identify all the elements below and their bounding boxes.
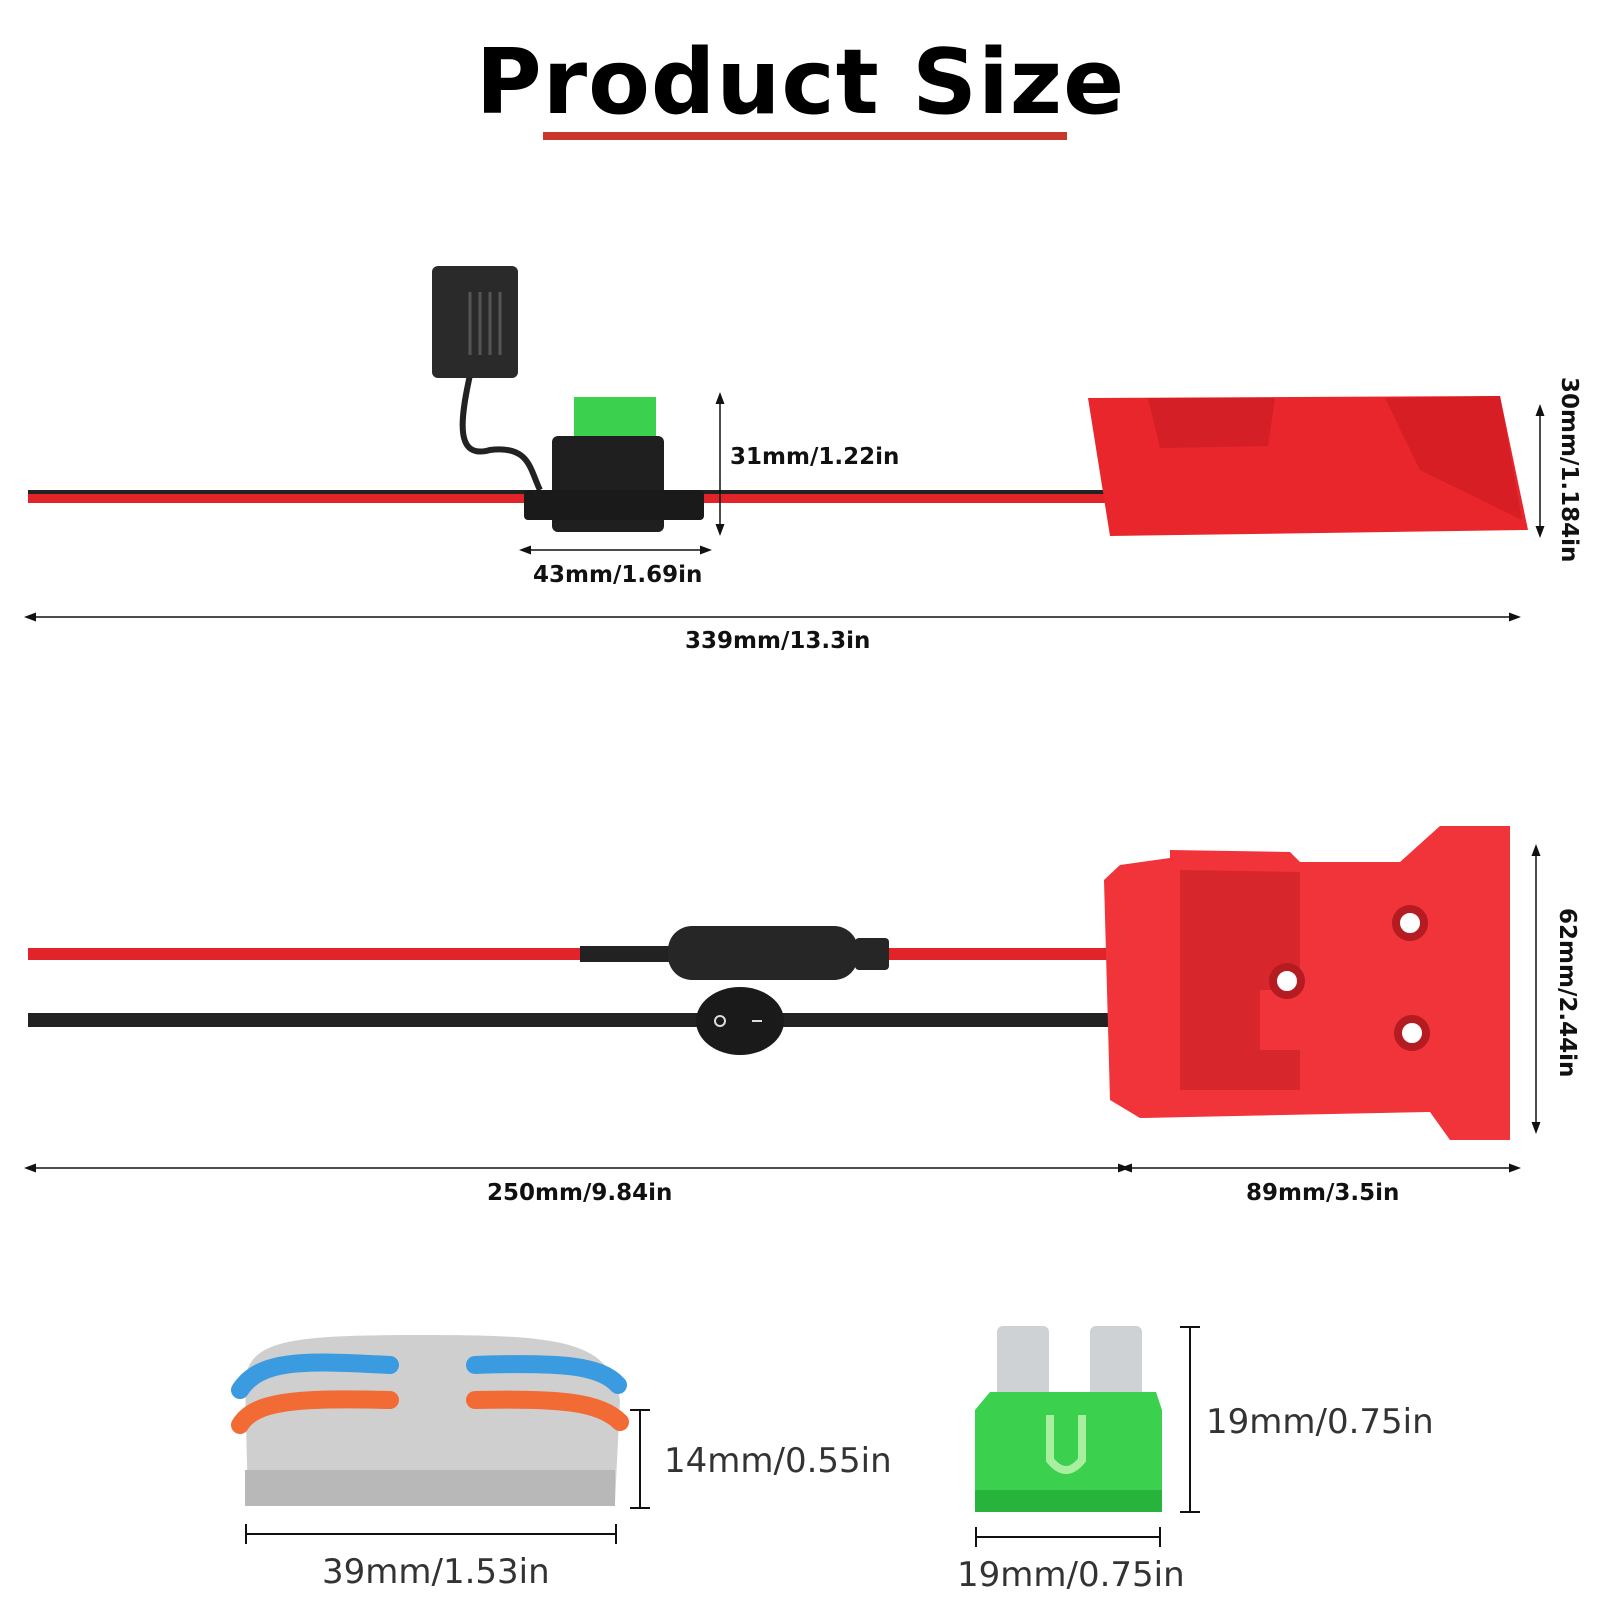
fuse-holder-width-label: 43mm/1.69in	[533, 562, 703, 588]
adapter-height-label: 30mm/1.184in	[1556, 377, 1582, 563]
blade-fuse-width-label: 19mm/0.75in	[957, 1555, 1185, 1595]
fuse-height-label: 31mm/1.22in	[730, 444, 900, 470]
battery-adapter	[1104, 826, 1510, 1140]
page-title: Product Size	[475, 30, 1126, 135]
cable-length-label: 250mm/9.84in	[487, 1180, 673, 1206]
adapter-length-label: 89mm/3.5in	[1246, 1180, 1400, 1206]
wire-connector	[231, 1335, 629, 1506]
inline-fuse-holder	[668, 926, 858, 980]
fuse-in-holder	[574, 397, 656, 439]
blade-fuse	[975, 1326, 1162, 1512]
blade-fuse-height-label: 19mm/0.75in	[1206, 1402, 1434, 1442]
total-length-label: 339mm/13.3in	[685, 628, 871, 654]
connector-height-label: 14mm/0.55in	[664, 1441, 892, 1481]
adapter2-height-label: 62mm/2.44in	[1554, 908, 1580, 1078]
rocker-switch	[696, 987, 784, 1055]
switch-cable-assembly	[28, 826, 1510, 1140]
fuse-cable-assembly	[28, 266, 1528, 536]
fuse-cap	[432, 266, 518, 378]
title-underline	[543, 132, 1067, 140]
connector-width-label: 39mm/1.53in	[322, 1552, 550, 1592]
